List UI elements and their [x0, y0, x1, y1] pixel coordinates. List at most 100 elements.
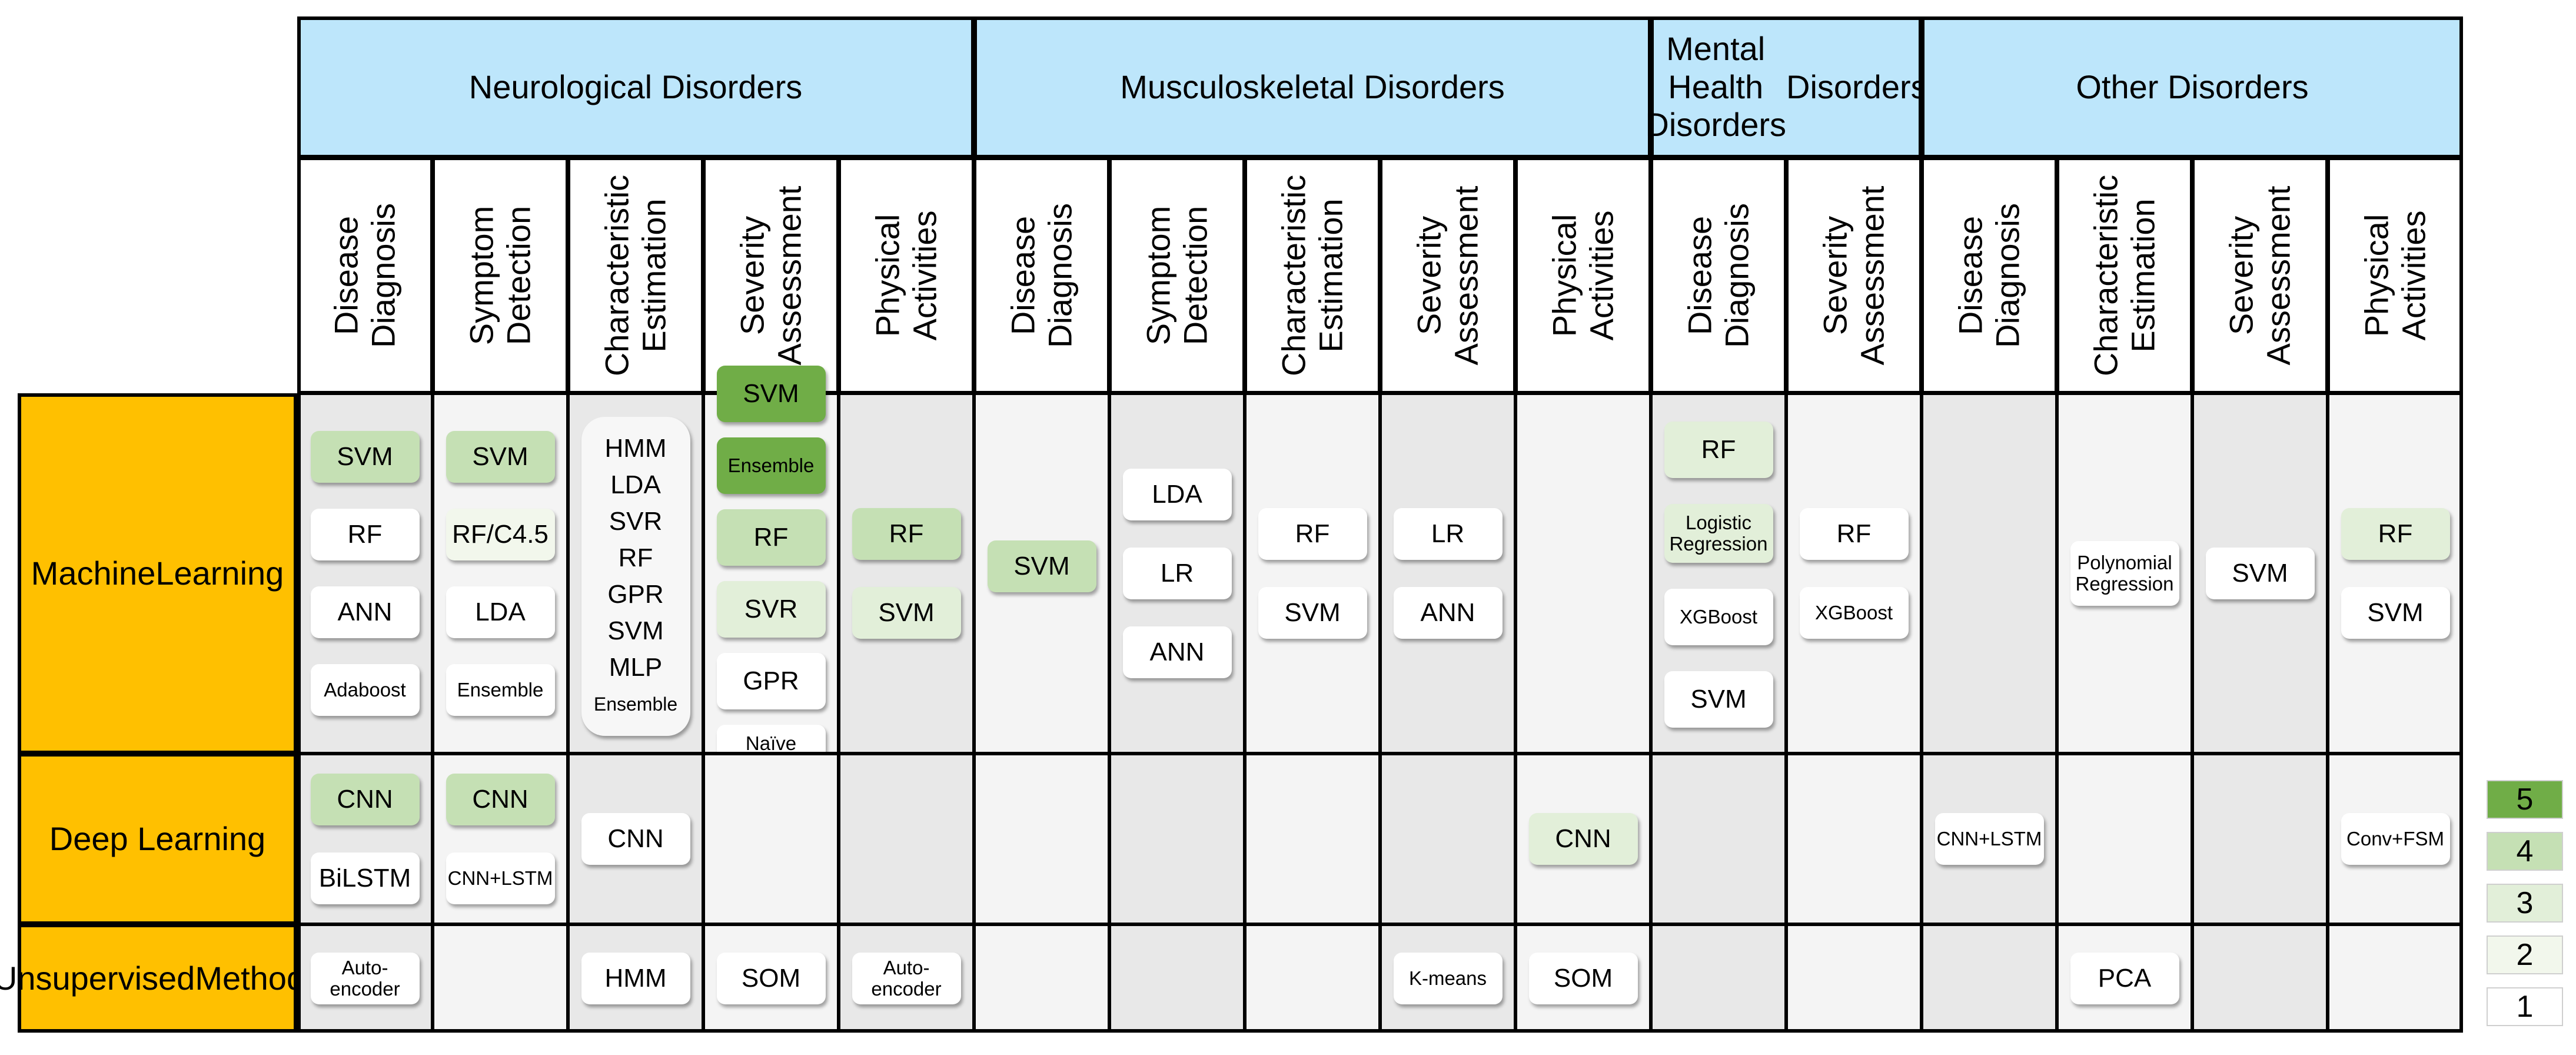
- group-header-label: Other Disorders: [2076, 68, 2309, 105]
- method-label: SVM: [2232, 558, 2288, 588]
- method-chip: XGBoost: [1664, 589, 1773, 645]
- subcolumn-label-line: Severity: [733, 215, 771, 336]
- legend-level-1: 1: [2487, 987, 2563, 1026]
- method-chip: RF: [310, 509, 420, 560]
- method-label: XGBoost: [1814, 601, 1893, 623]
- subcolumn-label-line: Assessment: [770, 185, 807, 366]
- method-label: RF: [753, 522, 789, 552]
- subcolumn-label-line: Symptom: [1139, 205, 1177, 346]
- matrix-cell: [839, 393, 974, 754]
- row-label-line: Unsupervised: [0, 960, 195, 997]
- matrix-cell: [974, 924, 1109, 1033]
- row-label-line: Learning: [155, 555, 284, 592]
- method-label: Regression: [2075, 573, 2174, 595]
- subcolumn-label-line: Detection: [500, 205, 537, 346]
- matrix-cell: [1245, 393, 1380, 754]
- method-chip: CNN: [446, 774, 555, 825]
- method-chip: XGBoost: [1799, 587, 1909, 639]
- method-label: ANN: [337, 597, 393, 626]
- method-chip: CNN+LSTM: [1935, 813, 2044, 865]
- matrix-cell: [1380, 393, 1515, 754]
- method-label: GPR: [743, 666, 799, 695]
- method-label: LDA: [610, 470, 661, 499]
- matrix-cell: [2192, 754, 2328, 924]
- subcolumn-label-line: Assessment: [1853, 185, 1890, 366]
- method-chip: K-means: [1393, 953, 1503, 1004]
- subcolumn-label-line: Diagnosis: [1989, 203, 2026, 348]
- method-chip: SVM: [1258, 587, 1367, 639]
- method-label: SVM: [1690, 684, 1747, 714]
- method-label: RF: [1701, 434, 1736, 464]
- subcolumn-label-line: Assessment: [1447, 185, 1484, 366]
- method-chip: RF/C4.5: [446, 509, 555, 560]
- matrix-cell: [1651, 754, 1786, 924]
- method-label: Auto-encoder: [330, 956, 400, 1000]
- matrix-cell: [1380, 754, 1515, 924]
- method-label: RF: [347, 519, 383, 549]
- subcolumn-label-line: Activities: [2395, 210, 2432, 341]
- subcolumn-label-line: Severity: [1816, 215, 1854, 336]
- method-chip: SVM: [987, 540, 1096, 592]
- method-chip: ANN: [1122, 626, 1232, 678]
- subcolumn-label-line: Disease: [1004, 215, 1042, 336]
- matrix-cell: [1109, 924, 1245, 1033]
- method-chip: SVM: [716, 366, 826, 422]
- method-label: LDA: [1152, 479, 1202, 509]
- row-label-1: Deep Learning: [18, 754, 297, 924]
- method-label: RF: [889, 519, 924, 548]
- method-label: SVM: [878, 598, 935, 627]
- method-chip: GPR: [716, 653, 826, 709]
- method-label: SVM: [2367, 598, 2424, 627]
- matrix-cell: [839, 754, 974, 924]
- method-label: HMM: [604, 434, 667, 463]
- method-chip: Auto-encoder: [852, 953, 961, 1004]
- method-label: LR: [1160, 558, 1194, 588]
- matrix-cell: [1786, 754, 1922, 924]
- method-label: LDA: [475, 597, 526, 626]
- group-header-1: Musculoskeletal Disorders: [974, 16, 1651, 158]
- method-chip: RF: [852, 508, 961, 560]
- method-chip: HMM: [581, 953, 690, 1004]
- matrix-cell: [433, 924, 568, 1033]
- method-label: RF/C4.5: [452, 519, 549, 549]
- method-chip: SVM: [852, 587, 961, 639]
- matrix-cell: [1651, 924, 1786, 1033]
- legend-level-2: 2: [2487, 935, 2563, 974]
- matrix-cell: [1922, 924, 2057, 1033]
- method-label: CNN+LSTM: [1936, 827, 2042, 850]
- method-label: ANN: [1420, 598, 1475, 627]
- matrix-cell: [2328, 393, 2463, 754]
- subcolumn-label-line: Symptom: [463, 205, 500, 346]
- group-header-0: Neurological Disorders: [297, 16, 974, 158]
- row-label-line: Machine: [31, 555, 156, 592]
- method-label: SVR: [744, 594, 798, 623]
- group-header-label-line: Mental Health Disorders: [1645, 30, 1787, 144]
- method-label: Naïve: [745, 732, 797, 754]
- subcolumn-label-line: Severity: [1410, 215, 1448, 336]
- method-chip: CNN: [581, 813, 690, 865]
- method-chip: LR: [1122, 548, 1232, 599]
- matrix-cell: [974, 754, 1109, 924]
